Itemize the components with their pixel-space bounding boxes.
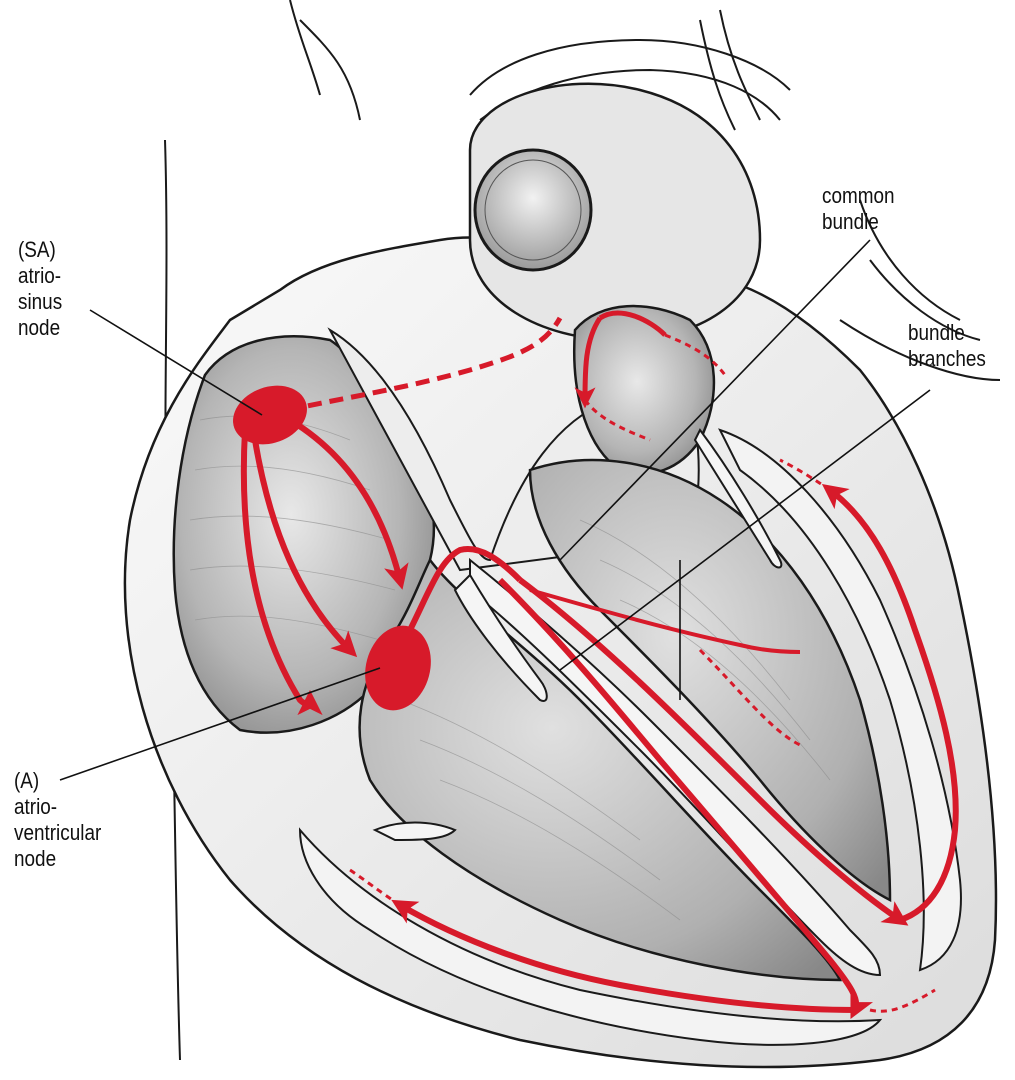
sa-node-label-line: atrio- — [18, 263, 62, 289]
av-node-label-line: atrio- — [14, 794, 101, 820]
sa-node-label-line: sinus — [18, 289, 62, 315]
common-bundle-label: common bundle — [822, 183, 895, 235]
aorta-vessel — [470, 84, 760, 340]
av-node-label-line: ventricular — [14, 820, 101, 846]
av-node-label-line: (A) — [14, 768, 101, 794]
sa-node-label-line: (SA) — [18, 237, 62, 263]
av-node-label-line: node — [14, 846, 101, 872]
sa-node-label: (SA) atrio- sinus node — [18, 237, 62, 341]
bundle-branches-label-line: branches — [908, 346, 986, 372]
common-bundle-label-line: bundle — [822, 209, 895, 235]
av-node-label: (A) atrio- ventricular node — [14, 768, 101, 872]
sa-node-label-line: node — [18, 315, 62, 341]
bundle-branches-label: bundle branches — [908, 320, 986, 372]
bundle-branches-label-line: bundle — [908, 320, 986, 346]
common-bundle-label-line: common — [822, 183, 895, 209]
